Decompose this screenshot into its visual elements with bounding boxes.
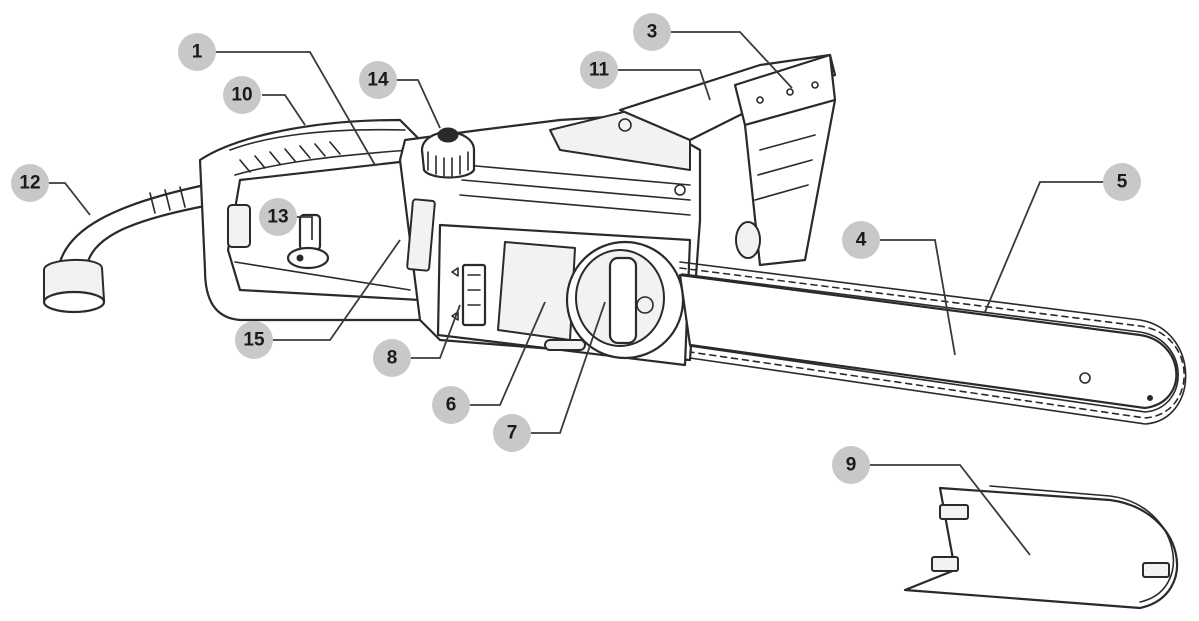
callout-5: 5 <box>1103 163 1141 201</box>
callout-9: 9 <box>832 446 870 484</box>
callout-13-label: 13 <box>267 207 288 228</box>
callout-13: 13 <box>259 198 297 236</box>
callout-4-label: 4 <box>856 230 867 251</box>
callout-3-label: 3 <box>647 22 658 43</box>
callout-8-label: 8 <box>387 348 398 369</box>
oil-tank-cap <box>420 127 476 179</box>
guide-bar-cover <box>903 485 1179 610</box>
power-cord <box>42 183 212 314</box>
callout-6: 6 <box>432 386 470 424</box>
callout-8: 8 <box>373 339 411 377</box>
oil-level-window <box>451 263 487 327</box>
saw-chain <box>679 261 1187 425</box>
callout-7-label: 7 <box>507 423 518 444</box>
callout-12: 12 <box>11 164 49 202</box>
callout-14-label: 14 <box>367 70 389 91</box>
callout-4: 4 <box>842 221 880 259</box>
callout-10: 10 <box>223 76 261 114</box>
callout-7: 7 <box>493 414 531 452</box>
guide-bar <box>678 273 1178 410</box>
callout-6-label: 6 <box>446 395 457 416</box>
callout-1-label: 1 <box>192 42 203 63</box>
callout-3: 3 <box>633 13 671 51</box>
leader-lines <box>40 31 1118 556</box>
callout-11-label: 11 <box>589 60 610 81</box>
trigger-switch <box>286 213 330 270</box>
callout-12-label: 12 <box>19 173 40 194</box>
callout-15: 15 <box>235 321 273 359</box>
callout-15-label: 15 <box>243 330 265 351</box>
callout-5-label: 5 <box>1117 172 1128 193</box>
callout-9-label: 9 <box>846 455 857 476</box>
callout-1: 1 <box>178 33 216 71</box>
callout-10-label: 10 <box>231 85 252 106</box>
callout-11: 11 <box>580 51 618 89</box>
callout-14: 14 <box>359 61 397 99</box>
